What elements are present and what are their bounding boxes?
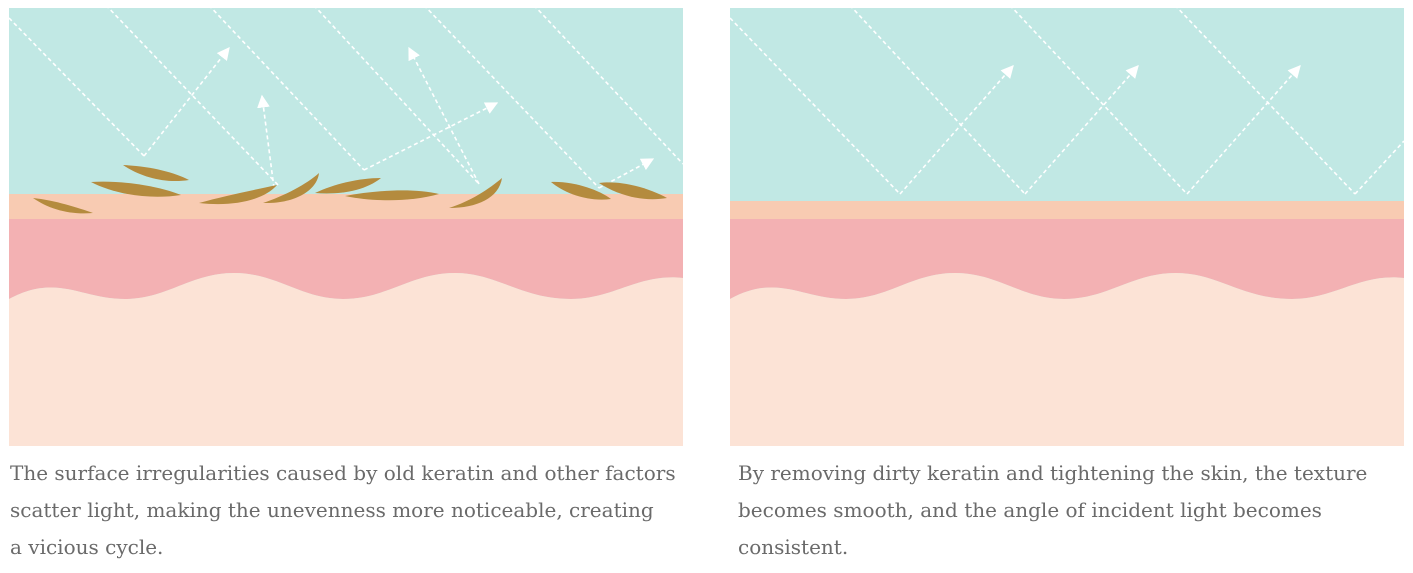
dermis-layer	[9, 273, 683, 446]
epidermis-layer	[730, 219, 1404, 299]
incident-light-rays	[9, 8, 683, 189]
caption-line: By removing dirty keratin and tightening…	[738, 461, 1368, 485]
caption-line: The surface irregularities caused by old…	[10, 461, 676, 485]
incident-light-rays	[730, 8, 1356, 195]
epidermis-layer	[9, 219, 683, 299]
caption-line: scatter light, making the unevenness mor…	[10, 498, 654, 522]
dermis-layer	[730, 273, 1404, 446]
uniform-reflection-rays	[899, 65, 1404, 195]
caption-line: consistent.	[738, 535, 849, 559]
caption-line: a vicious cycle.	[10, 535, 164, 559]
caption-line: becomes smooth, and the angle of inciden…	[738, 498, 1322, 522]
smooth-skin-caption: By removing dirty keratin and tightening…	[738, 455, 1378, 566]
rough-skin-caption: The surface irregularities caused by old…	[10, 455, 680, 566]
smooth-skin-illustration	[730, 8, 1404, 446]
old-keratin-flakes	[33, 165, 667, 214]
rough-skin-illustration	[9, 8, 683, 446]
